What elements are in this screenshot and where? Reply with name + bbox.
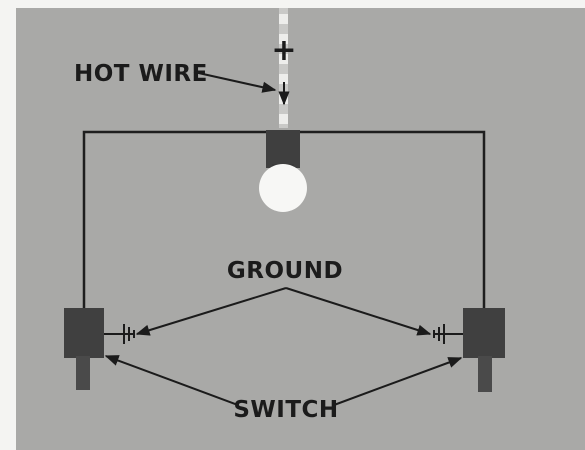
right-switch-body [463, 308, 505, 358]
right-switch [463, 308, 505, 392]
hot-wire-leader-arrow [193, 71, 277, 93]
ground-label: GROUND [227, 258, 343, 284]
ground-arrow-left [135, 287, 287, 336]
left-switch-body [64, 308, 104, 358]
right-ground-symbol [433, 324, 463, 344]
right-switch-toggle [478, 356, 492, 392]
left-switch [64, 308, 104, 390]
left-switch-toggle [76, 356, 90, 390]
switch-arrow-right [333, 357, 463, 406]
polarity-symbol: + [271, 33, 296, 68]
lamp-socket [266, 130, 300, 168]
ground-arrow-right [285, 287, 432, 336]
switch-arrow-left [104, 355, 239, 406]
light-bulb [259, 164, 307, 212]
hot-wire-feed [279, 8, 288, 128]
left-ground-symbol [104, 324, 135, 344]
hot-wire-label: HOT WIRE [74, 61, 208, 87]
switch-label: SWITCH [233, 397, 338, 423]
